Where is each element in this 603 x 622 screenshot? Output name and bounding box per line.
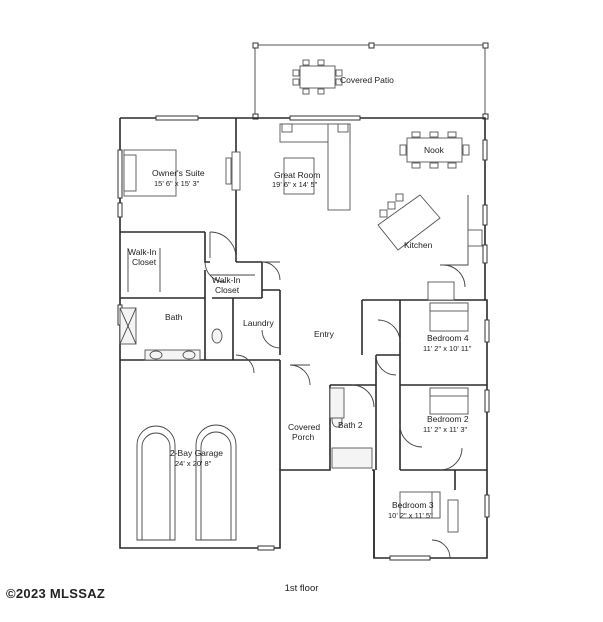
- windows: [117, 115, 490, 561]
- label-walk-in-closet-1-line1: Walk-In: [128, 247, 157, 257]
- room-labels: Covered Patio Owner's Suite 15' 6" x 15'…: [128, 75, 472, 520]
- great-room-furniture: [279, 123, 351, 211]
- label-bedroom2: Bedroom 2: [427, 414, 469, 424]
- doors: [204, 231, 466, 559]
- dim-bedroom2: 11' 2" x 11' 3": [423, 425, 468, 434]
- label-covered-patio: Covered Patio: [340, 75, 394, 85]
- label-bedroom4: Bedroom 4: [427, 333, 469, 343]
- label-owners-suite: Owner's Suite: [152, 168, 205, 178]
- label-entry: Entry: [314, 329, 335, 339]
- label-walk-in-closet-2-line2: Closet: [215, 285, 240, 295]
- label-bath2: Bath 2: [338, 420, 363, 430]
- dim-bedroom4: 11' 2" x 10' 11": [423, 344, 472, 353]
- dim-garage: 24' x 20' 8": [175, 459, 212, 468]
- nook-furniture: [399, 131, 470, 169]
- owners-suite-furniture: [123, 149, 241, 197]
- label-covered-porch-line2: Porch: [292, 432, 314, 442]
- kitchen-fixtures: [377, 193, 483, 301]
- label-bedroom3: Bedroom 3: [392, 500, 434, 510]
- label-covered-porch-line1: Covered: [288, 422, 320, 432]
- dim-great-room: 19' 6" x 14' 5": [272, 180, 318, 189]
- bath-fixtures: [119, 248, 255, 361]
- label-nook: Nook: [424, 145, 445, 155]
- garage-cars: [136, 424, 275, 551]
- copyright-notice: ©2023 MLSSAZ: [6, 586, 106, 601]
- label-kitchen: Kitchen: [404, 240, 433, 250]
- label-great-room: Great Room: [274, 170, 320, 180]
- label-laundry: Laundry: [243, 318, 274, 328]
- label-garage: 2-Bay Garage: [170, 448, 223, 458]
- label-walk-in-closet-1-line2: Closet: [132, 257, 157, 267]
- dim-owners-suite: 15' 6" x 15' 3": [154, 179, 200, 188]
- label-walk-in-closet-2-line1: Walk-In: [212, 275, 241, 285]
- bedroom-furniture: [399, 302, 469, 533]
- label-bath: Bath: [165, 312, 183, 322]
- bath2-fixtures: [329, 387, 373, 469]
- floor-label: 1st floor: [284, 583, 319, 594]
- dim-bedroom3: 10' 2" x 11' 5": [388, 511, 433, 520]
